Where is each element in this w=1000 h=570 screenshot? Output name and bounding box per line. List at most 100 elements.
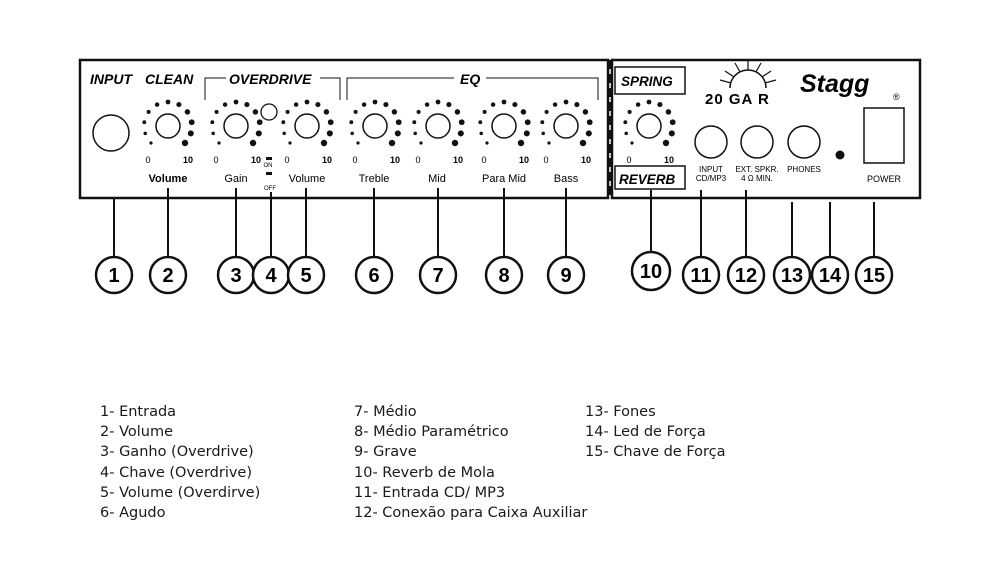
scale-min-od-volume: 0: [284, 155, 289, 165]
callout-number-12: 12: [735, 265, 757, 287]
callout-10: 10: [630, 250, 672, 292]
callout-13: 13: [772, 255, 812, 295]
scale-max-para-mid: 10: [519, 155, 529, 165]
label-clean: CLEAN: [145, 71, 194, 87]
callout-number-2: 2: [162, 265, 173, 287]
callout-11: 11: [681, 255, 721, 295]
legend-column-2: 7- Médio 8- Médio Paramétrico 9- Grave 10- …: [354, 402, 587, 523]
legend-item: 3- Ganho (Overdrive): [100, 444, 254, 461]
registered-mark: ®: [893, 92, 900, 102]
knob-scale-dots-treble: [349, 99, 402, 147]
callout-number-6: 6: [368, 265, 379, 287]
spring-label-frame: [614, 66, 686, 95]
legend-item: 14- Led de Força: [585, 424, 706, 441]
input-cd-jack: [694, 125, 728, 159]
jack-label-cd-mp3: CD/MP3: [696, 174, 727, 183]
phones-jack: [787, 125, 821, 159]
callout-8: 8: [484, 255, 524, 295]
ext-spkr-jack: [740, 125, 774, 159]
callout-9: 9: [546, 255, 586, 295]
legend-item: 5- Volume (Overdirve): [100, 484, 261, 501]
scale-max-reverb: 10: [664, 155, 674, 165]
callout-3: 3: [216, 255, 256, 295]
callout-4: 4: [251, 255, 291, 295]
overdrive-led: [260, 103, 278, 121]
legend-item: 13- Fones: [585, 404, 656, 420]
callout-number-3: 3: [230, 265, 241, 287]
label-spring: SPRING: [621, 74, 673, 89]
callout-15: 15: [854, 255, 894, 295]
label-power: POWER: [867, 174, 902, 184]
scale-min-reverb: 0: [626, 155, 631, 165]
knob-label-mid: Mid: [428, 173, 446, 185]
scale-min-mid: 0: [415, 155, 420, 165]
callout-1: 1: [94, 255, 134, 295]
brand-logo: Stagg: [800, 70, 869, 98]
knob-gain: [210, 99, 263, 147]
callout-number-11: 11: [690, 265, 711, 287]
scale-max-gain: 10: [251, 155, 261, 165]
scale-min-gain: 0: [213, 155, 218, 165]
scale-max-bass: 10: [581, 155, 591, 165]
scale-min-treble: 0: [352, 155, 357, 165]
scale-max-od-volume: 10: [322, 155, 332, 165]
legend-item: 15- Chave de Força: [585, 444, 726, 461]
callout-number-4: 4: [265, 265, 277, 287]
legend-item: 1- Entrada: [100, 404, 177, 420]
callout-2: 2: [148, 255, 188, 295]
scale-max-mid: 10: [453, 155, 463, 165]
callout-number-1: 1: [108, 265, 119, 287]
legend-item: 2- Volume: [100, 424, 173, 441]
knob-label-od-volume: Volume: [289, 173, 326, 185]
callout-7: 7: [418, 255, 458, 295]
callout-12: 12: [726, 255, 766, 295]
label-reverb: REVERB: [619, 172, 676, 187]
eq-bracket: [346, 77, 599, 100]
legend-item: 7- Médio: [354, 404, 417, 420]
callout-number-9: 9: [560, 265, 571, 287]
callout-number-13: 13: [781, 265, 803, 287]
callout-number-7: 7: [432, 265, 443, 287]
label-overdrive: OVERDRIVE: [229, 71, 312, 87]
legend-item: 9- Grave: [354, 444, 417, 461]
knob-label-para-mid: Para Mid: [482, 173, 526, 185]
callout-number-8: 8: [498, 265, 509, 287]
switch-on-mark: [266, 157, 272, 160]
knob-scale-dots-gain: [210, 99, 263, 147]
legend-item: 4- Chave (Overdrive): [100, 464, 253, 481]
knob-para-mid: [478, 99, 531, 147]
scale-max-treble: 10: [390, 155, 400, 165]
switch-off-mark: [266, 172, 272, 175]
knob-scale-dots-para-mid: [478, 99, 531, 147]
input-jack: [92, 114, 130, 152]
legend-item: 12- Conexão para Caixa Auxiliar: [354, 505, 588, 522]
callout-number-5: 5: [300, 265, 311, 287]
knob-scale-dots-bass: [540, 99, 593, 147]
power-switch: [863, 107, 905, 164]
knob-scale-dots-mid: [412, 99, 465, 147]
knob-bass: [540, 99, 593, 147]
reverb-label-frame: [614, 165, 686, 190]
callout-14: 14: [810, 255, 850, 295]
sunburst-logo-icon: [719, 60, 777, 89]
jack-label-input: INPUT: [699, 165, 723, 174]
knob-label-volume: Volume: [149, 173, 188, 185]
legend-item: 10- Reverb de Mola: [354, 464, 495, 481]
label-input: INPUT: [90, 71, 133, 87]
legend-column-3: 13- Fones 14- Led de Força 15- Chave de Fo…: [585, 402, 726, 463]
legend-item: 11- Entrada CD/ MP3: [354, 484, 506, 501]
knob-volume: [142, 99, 195, 147]
model-name: 20 GA R: [705, 91, 770, 108]
knob-scale-dots-volume: [142, 99, 195, 147]
jack-label-4-ohm: 4 Ω MIN.: [741, 174, 773, 183]
scale-min-para-mid: 0: [481, 155, 486, 165]
knob-od-volume: [281, 99, 334, 147]
knob-treble: [349, 99, 402, 147]
switch-on-label: ON: [264, 163, 273, 169]
callout-number-10: 10: [640, 261, 662, 283]
callout-5: 5: [286, 255, 326, 295]
knob-mid: [412, 99, 465, 147]
knob-label-gain: Gain: [224, 173, 247, 185]
legend-item: 8- Médio Paramétrico: [354, 424, 509, 441]
knob-scale-dots-od-volume: [281, 99, 334, 147]
